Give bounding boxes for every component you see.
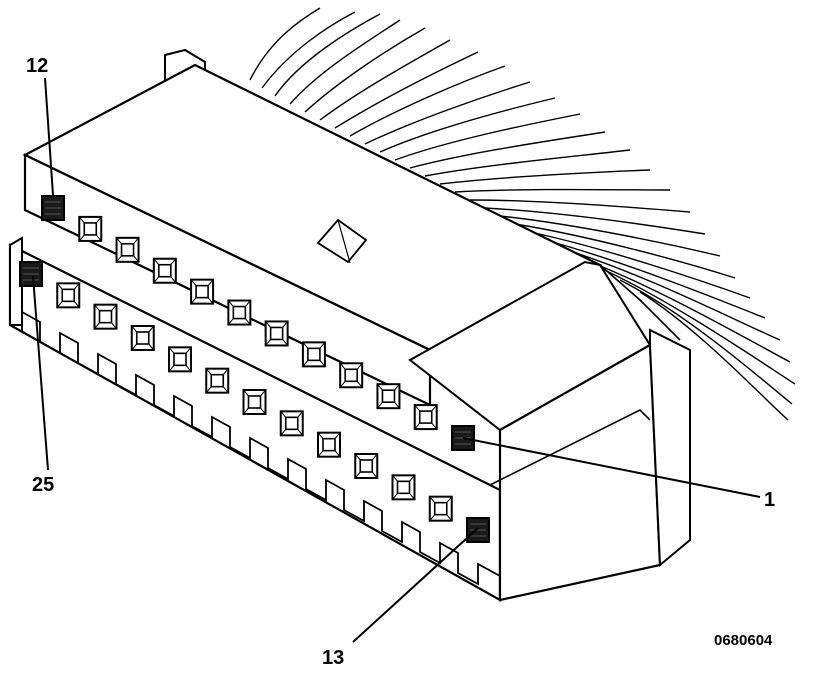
cavity-upper — [301, 341, 326, 368]
cavity-lower — [279, 410, 304, 437]
cavity-upper — [376, 383, 401, 410]
lower-row-cavities — [19, 261, 490, 543]
cavity-upper — [78, 215, 103, 242]
cavity-upper — [413, 404, 438, 431]
cavity-lower — [391, 474, 416, 501]
cavity-lower — [242, 389, 267, 415]
cavity-upper — [227, 299, 252, 326]
callout-pin-13: 13 — [322, 647, 345, 669]
wire-bundle — [249, 7, 796, 421]
cavity-lower — [317, 431, 341, 458]
upper-row-cavities — [41, 195, 475, 451]
cavity-lower — [354, 453, 379, 479]
cavity-lower — [19, 261, 43, 287]
cavity-upper — [264, 320, 289, 347]
leader-line-12 — [44, 77, 54, 196]
cavity-upper — [152, 257, 177, 284]
callout-pin-12: 12 — [26, 55, 49, 77]
leader-line-25 — [32, 275, 49, 471]
cavity-lower — [93, 303, 118, 330]
callout-pin-25: 25 — [32, 474, 55, 496]
leader-line-13 — [352, 527, 479, 643]
cavity-upper — [339, 362, 364, 389]
cavity-lower — [466, 517, 490, 543]
serrated-edge — [9, 310, 501, 586]
cavity-upper — [190, 278, 215, 305]
housing-side-block — [408, 260, 652, 432]
latch-nub — [316, 218, 368, 264]
callout-pin-1: 1 — [764, 489, 776, 511]
cavity-lower — [205, 367, 230, 394]
cavity-upper — [115, 236, 140, 263]
cavity-upper — [41, 195, 65, 221]
cavity-lower — [56, 282, 81, 309]
cavity-lower — [428, 495, 453, 522]
cavity-lower — [168, 346, 192, 373]
figure-id: 0680604 — [714, 632, 773, 649]
cavity-lower — [130, 325, 155, 351]
leader-line-1 — [462, 437, 761, 498]
